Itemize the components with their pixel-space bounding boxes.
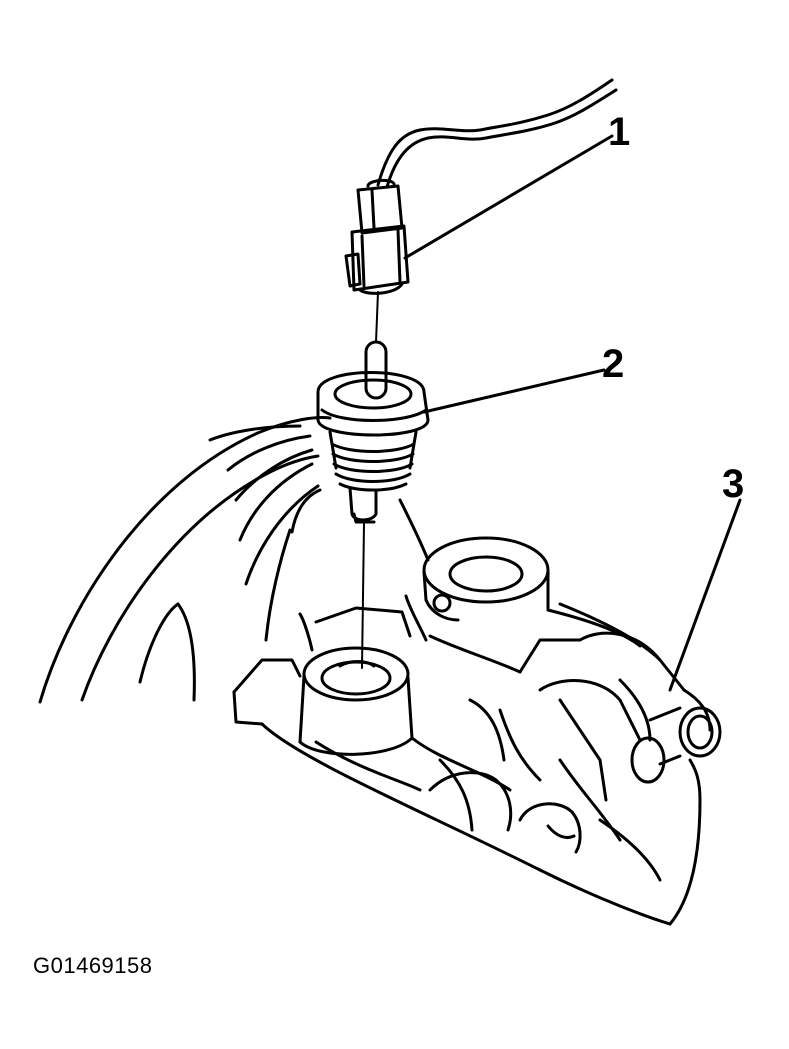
- alignment-line-upper: [375, 291, 379, 343]
- alignment-line-lower: [361, 523, 365, 669]
- compressor-housing: [38, 416, 722, 926]
- callout-3: 3: [722, 462, 745, 506]
- callout-1: 1: [608, 110, 631, 154]
- leader-line-2: [422, 368, 606, 414]
- leader-line-1: [403, 134, 614, 260]
- pressure-sensor: [316, 340, 430, 524]
- figure-id: G01469158: [33, 953, 153, 978]
- electrical-connector: [344, 178, 410, 295]
- wiring-harness: [376, 78, 618, 189]
- leader-line-3: [668, 498, 742, 692]
- callout-2: 2: [602, 342, 625, 386]
